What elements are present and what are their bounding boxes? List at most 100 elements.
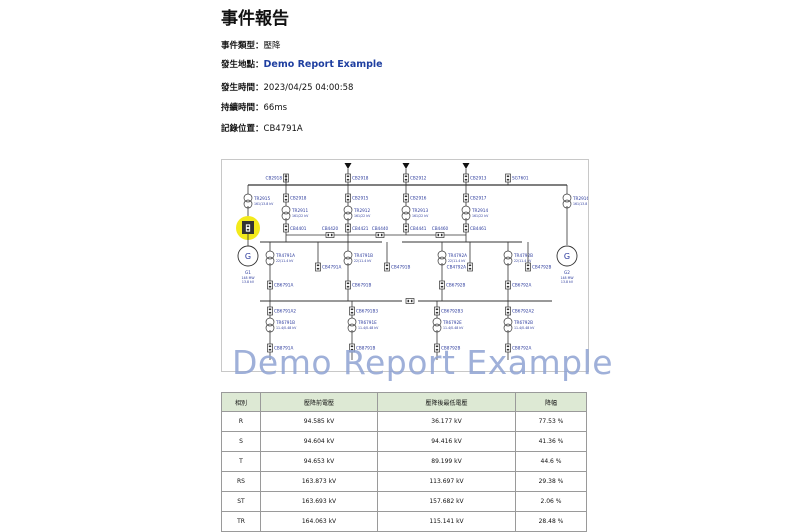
breaker-contact (506, 345, 510, 348)
breaker-label: CB4791A (322, 265, 341, 270)
breaker-label: CB2912 (410, 176, 427, 181)
transformer-label: TR2916 (572, 196, 588, 201)
cell-drop: 2.06 % (515, 491, 587, 512)
breaker-label: CB6791B (352, 283, 371, 288)
breaker-label: CB2913 (470, 176, 487, 181)
breaker-contact (380, 233, 383, 237)
breaker-contact (404, 198, 408, 201)
transformer-label: TR4791B (353, 253, 373, 258)
breaker-contact (435, 308, 439, 311)
breaker-contact (464, 225, 468, 228)
breaker-contact (440, 233, 443, 237)
breaker-label: CB2918 (290, 196, 307, 201)
record-location-label: 記錄位置： (221, 124, 264, 134)
transformer-label: TR4792A (447, 253, 467, 258)
breaker-symbol (405, 298, 415, 304)
breaker-contact (350, 348, 354, 351)
breaker-label: CB6791A (274, 283, 293, 288)
cell-pre: 94.653 kV (260, 451, 378, 472)
cell-drop: 41.36 % (515, 431, 587, 452)
feeder-label: CB4461 (470, 226, 487, 231)
breaker-label: CB2917 (470, 196, 487, 201)
breaker-contact (350, 308, 354, 311)
generator-label: G1 (245, 270, 251, 275)
location-link[interactable]: Demo Report Example (263, 59, 383, 70)
breaker-label: CB6791A2 (274, 309, 296, 314)
generator-rating: 148 MW (242, 276, 256, 280)
breaker-contact (404, 175, 408, 178)
breaker-contact (346, 178, 350, 181)
table-row: ST 163.693 kV 157.682 kV 2.06 % (221, 491, 587, 512)
breaker-label: CB8791B (356, 346, 375, 351)
breaker-label: CB6792A (512, 283, 531, 288)
generator-symbol (556, 245, 578, 267)
breaker-symbol (325, 232, 335, 238)
breaker-contact (404, 178, 408, 181)
transformer-label: TR2912 (353, 208, 370, 213)
breaker-symbol (505, 306, 511, 316)
breaker-contact (526, 267, 530, 270)
transformer-rating: 161/22 kV (292, 214, 309, 218)
breaker-label: CB6792B (446, 283, 465, 288)
breaker-contact (506, 282, 510, 285)
breaker-contact (284, 228, 288, 231)
breaker-contact (268, 311, 272, 314)
breaker-symbol (267, 306, 273, 316)
table-header-row: 相別 壓降前電壓 壓降後最低電壓 降幅 (221, 392, 587, 412)
location-label: 發生地點： (221, 60, 264, 70)
record-location-value: CB4791A (263, 124, 303, 134)
breaker-label: CB2916 (410, 196, 427, 201)
transformer-winding (265, 250, 275, 260)
cell-post: 115.141 kV (377, 511, 516, 532)
location-row: 發生地點：Demo Report Example (221, 58, 383, 70)
breaker-contact (246, 225, 250, 228)
transformer-label: TR2913 (411, 208, 428, 213)
transformer-rating: 22/11.4 kV (276, 259, 294, 263)
transformer-winding (432, 317, 442, 327)
breaker-symbol (505, 343, 511, 353)
transformer-winding (265, 317, 275, 327)
breaker-symbol (384, 262, 390, 272)
breaker-contact (346, 228, 350, 231)
breaker-label: CB6792A2 (512, 309, 534, 314)
cell-pre: 163.693 kV (260, 491, 378, 512)
record-location-row: 記錄位置：CB4791A (221, 122, 303, 134)
breaker-contact (346, 285, 350, 288)
transformer-winding (461, 205, 471, 215)
breaker-contact (268, 308, 272, 311)
breaker-contact (440, 285, 444, 288)
transformer-rating: 11.4/0.48 kV (276, 326, 297, 330)
generator-glyph: G (245, 252, 251, 261)
breaker-contact (346, 225, 350, 228)
cell-phase: RS (221, 471, 261, 492)
breaker-contact (435, 348, 439, 351)
breaker-symbol (463, 223, 469, 233)
transformer-label: TR4792B (513, 253, 533, 258)
breaker-symbol (345, 173, 351, 183)
cell-drop: 28.48 % (515, 511, 587, 532)
breaker-symbol (434, 306, 440, 316)
breaker-symbol (315, 262, 321, 272)
breaker-symbol (403, 173, 409, 183)
breaker-contact (404, 228, 408, 231)
breaker-contact (327, 233, 330, 237)
breaker-symbol (467, 262, 473, 272)
breaker-label: CB4791B (391, 265, 410, 270)
cell-pre: 94.585 kV (260, 411, 378, 432)
cell-pre: 164.063 kV (260, 511, 378, 532)
breaker-label: CB4792B (532, 265, 551, 270)
breaker-contact (526, 264, 530, 267)
report-title: 事件報告 (221, 9, 289, 29)
feeder-label: CB4441 (410, 226, 427, 231)
cell-post: 157.682 kV (377, 491, 516, 512)
breaker-symbol (505, 280, 511, 290)
feeder-label: CB4421 (352, 226, 369, 231)
cell-post: 36.177 kV (377, 411, 516, 432)
cell-phase: T (221, 451, 261, 472)
duration-label: 持續時間： (221, 103, 264, 113)
transformer-label: TR4791A (275, 253, 295, 258)
breaker-symbol (283, 223, 289, 233)
transformer-label: TR2915 (253, 196, 270, 201)
